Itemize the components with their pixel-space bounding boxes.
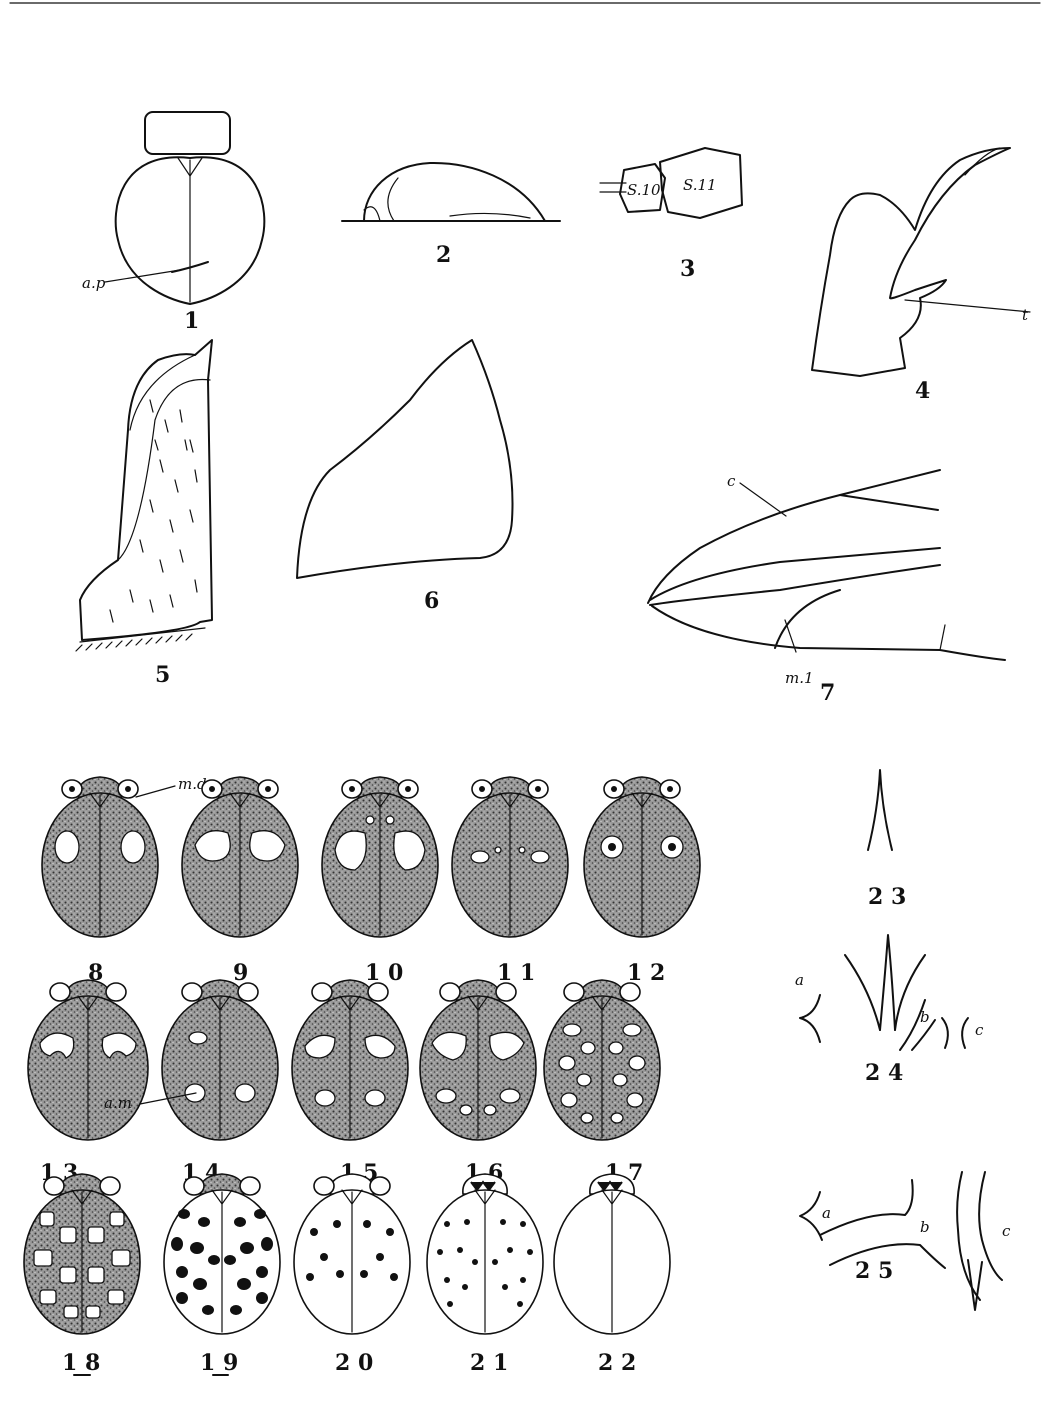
label-24a: a <box>795 971 804 989</box>
figure-20-ladybird <box>294 1174 410 1334</box>
figure-17-ladybird <box>544 980 660 1140</box>
figure-9-ladybird <box>182 777 298 937</box>
figure-5-label: 5 <box>155 662 170 688</box>
figure-24-label: 2 4 <box>865 1060 903 1086</box>
figure-1-label: 1 <box>184 308 199 334</box>
figure-23-spine: 2 3 <box>868 770 906 910</box>
figure-4-mandible: t 4 <box>812 148 1030 404</box>
annotation-c: c <box>727 472 736 490</box>
figure-7-wing-base: c m.1 7 <box>648 470 1005 706</box>
figure-15-ladybird <box>292 980 408 1140</box>
figure-5-leg-segment: 5 <box>76 340 212 688</box>
figure-3-label: 3 <box>680 256 695 282</box>
figure-19-label: 1 9 <box>200 1350 238 1376</box>
figure-20-label: 2 0 <box>335 1350 373 1376</box>
figure-18-ladybird <box>24 1174 140 1334</box>
figure-11-label: 1 1 <box>497 960 535 986</box>
figure-16-ladybird <box>420 980 536 1140</box>
figure-6-plate-outline: 6 <box>297 340 513 614</box>
figure-3-antenna-segments: S.10 S.11 3 <box>600 148 742 282</box>
label-24b: b <box>920 1008 930 1026</box>
label-25b: b <box>920 1218 930 1236</box>
annotation-s11: S.11 <box>683 176 717 194</box>
figure-25-spines: a b c 2 5 <box>800 1172 1011 1310</box>
figure-11-ladybird <box>452 777 568 937</box>
label-25a: a <box>822 1204 831 1222</box>
figure-9-label: 9 <box>233 960 248 986</box>
figure-22-label: 2 2 <box>598 1350 636 1376</box>
annotation-ap: a.p <box>82 274 106 292</box>
figure-4-label: 4 <box>915 378 930 404</box>
label-25c: c <box>1002 1222 1011 1240</box>
figure-19-ladybird <box>164 1174 280 1334</box>
figure-8-ladybird <box>42 777 158 937</box>
figure-12-label: 1 2 <box>627 960 665 986</box>
figure-22-ladybird <box>554 1174 670 1334</box>
figure-13-ladybird <box>28 980 148 1140</box>
figure-24-spines: a b c 2 4 <box>795 935 984 1086</box>
figure-25-label: 2 5 <box>855 1258 893 1284</box>
annotation-t: t <box>1022 306 1029 324</box>
figure-23-label: 2 3 <box>868 884 906 910</box>
figure-6-label: 6 <box>424 588 439 614</box>
annotation-am: a.m <box>104 1094 132 1112</box>
figure-10-label: 1 0 <box>365 960 403 986</box>
figure-2-label: 2 <box>436 242 451 268</box>
figure-2-side-profile: 2 <box>342 163 560 268</box>
label-24c: c <box>975 1021 984 1039</box>
figure-12-ladybird <box>584 777 700 937</box>
figure-1-beetle-outline: a.p 1 <box>82 112 264 334</box>
figure-14-ladybird <box>162 980 278 1140</box>
figure-21-label: 2 1 <box>470 1350 508 1376</box>
annotation-s10: S.10 <box>627 181 661 199</box>
figure-21-ladybird <box>427 1174 543 1334</box>
figure-10-ladybird <box>322 777 438 937</box>
annotation-m1: m.1 <box>785 669 814 687</box>
figure-18-label: 1 8 <box>62 1350 100 1376</box>
figure-7-label: 7 <box>820 680 835 706</box>
